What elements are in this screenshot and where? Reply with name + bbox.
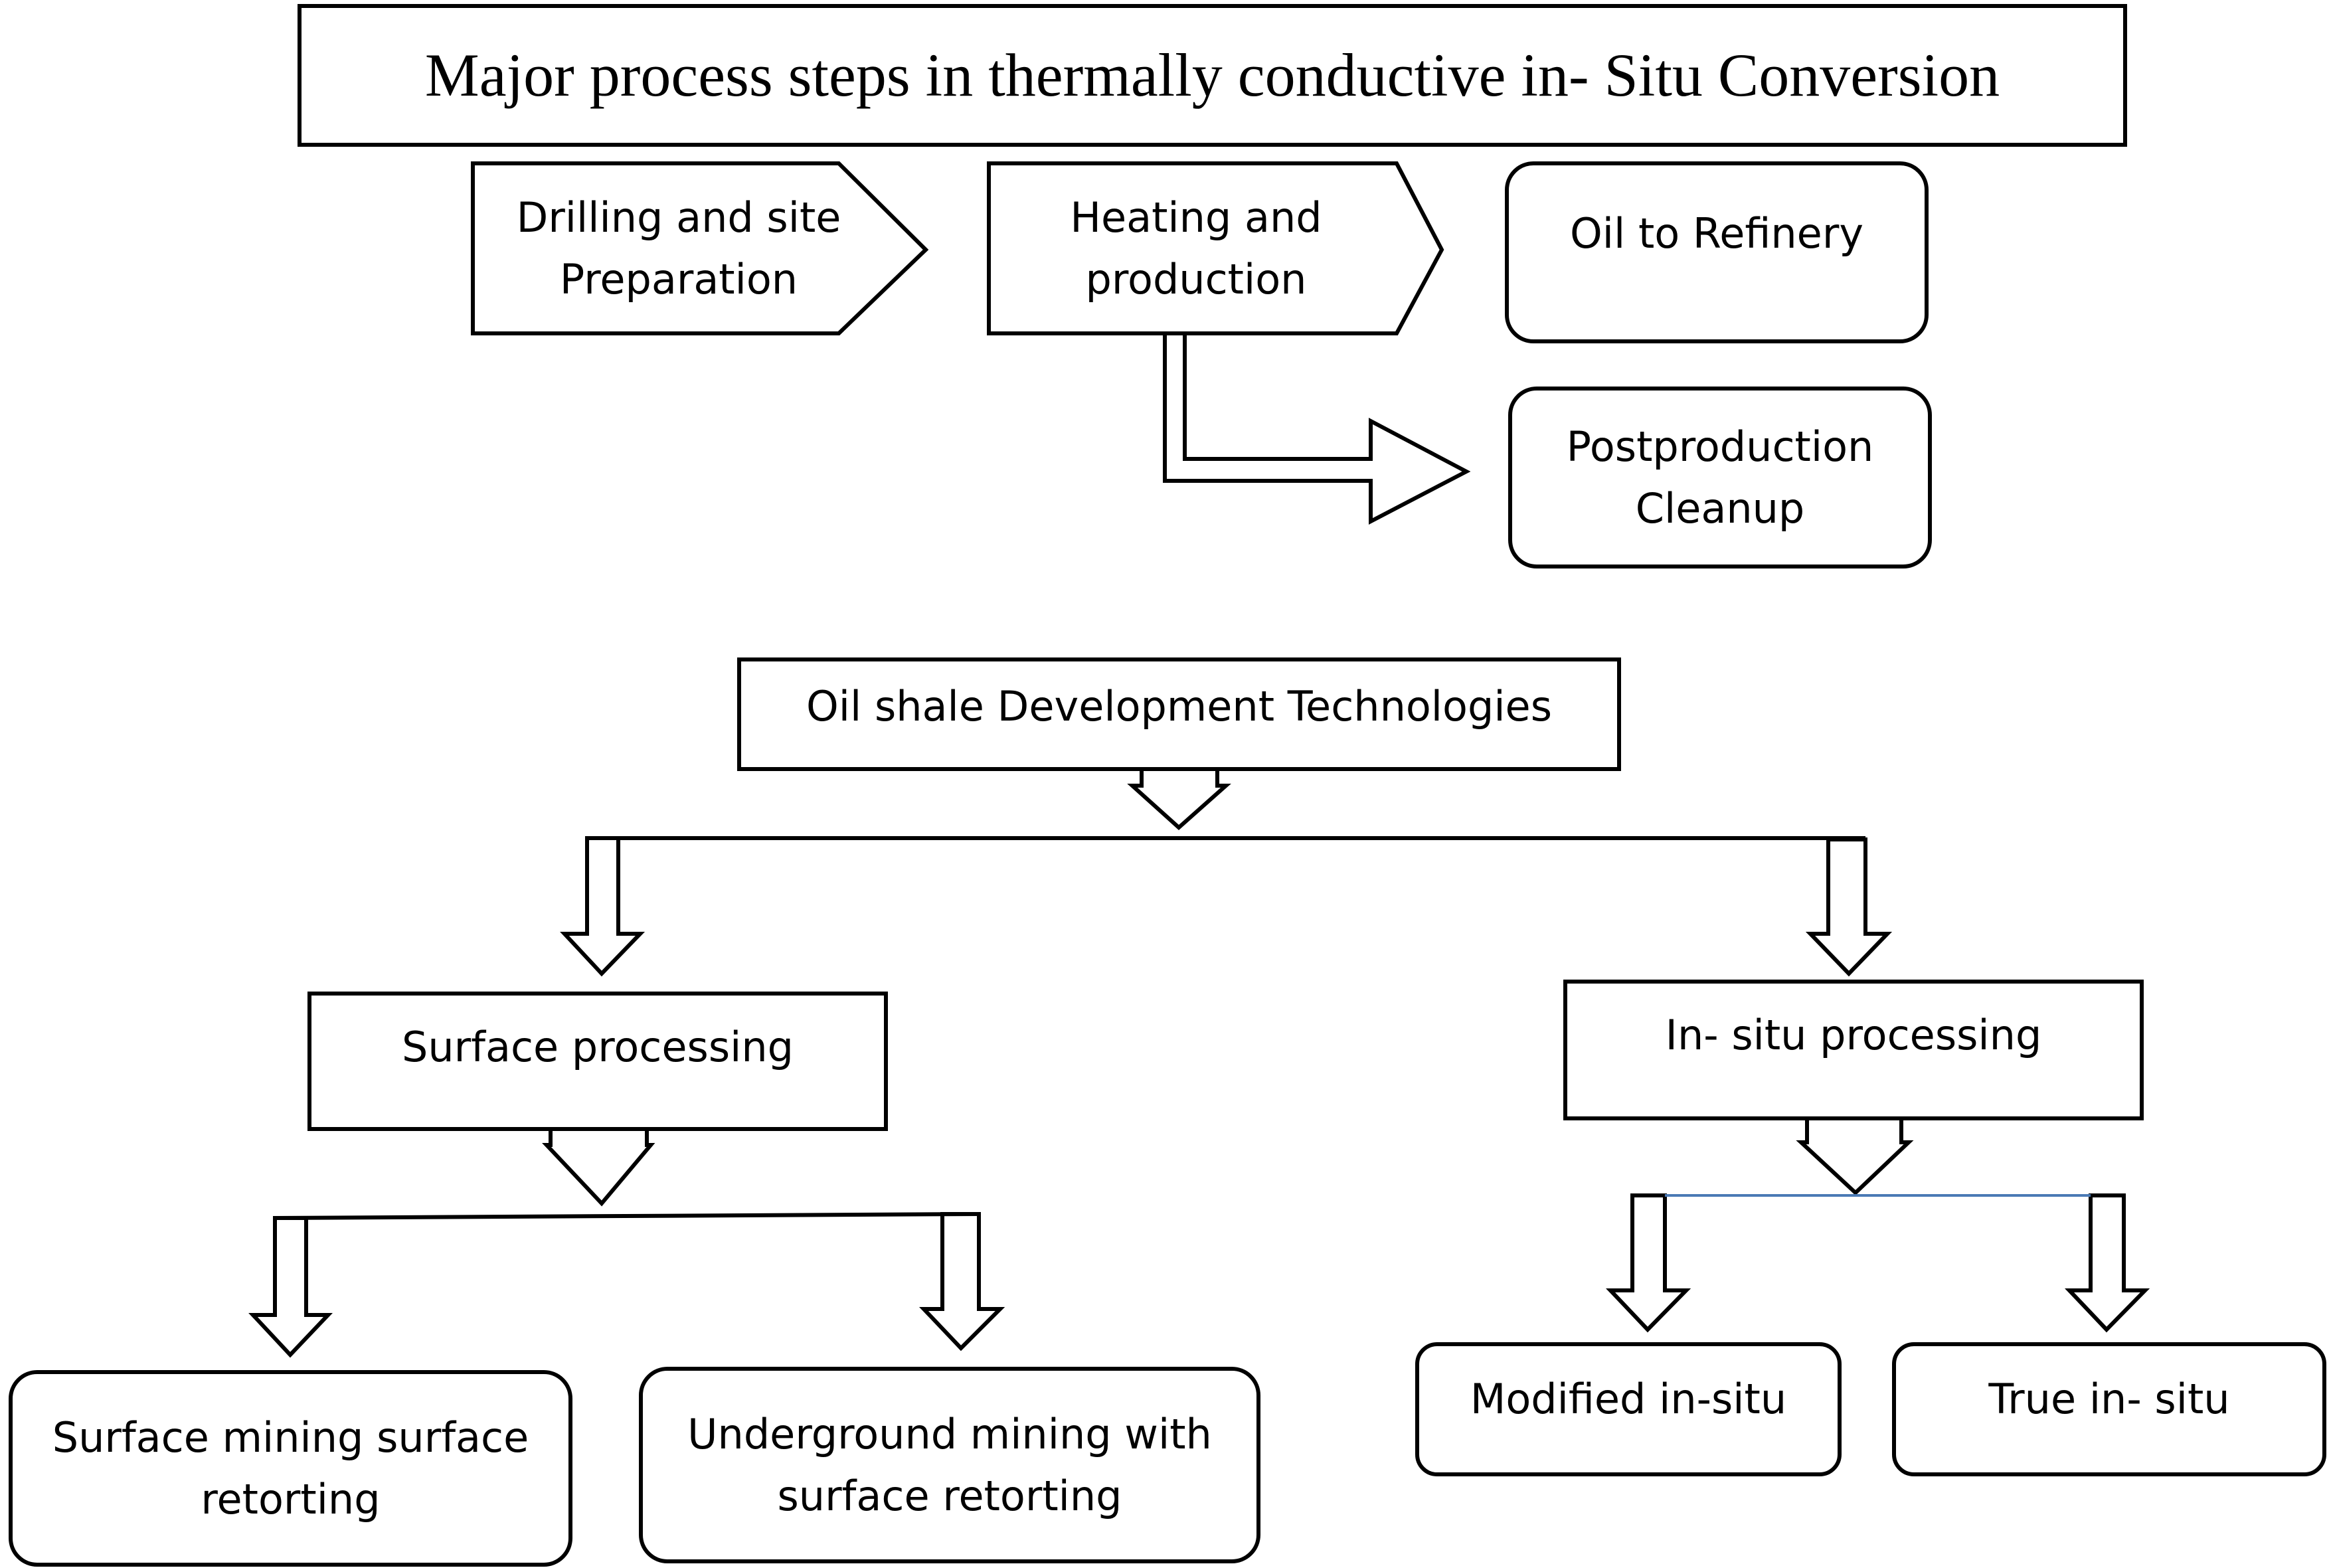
tech-right-branch-arrow xyxy=(1805,837,1893,977)
technologies-root-label: Oil shale Development Technologies xyxy=(806,681,1552,731)
oil-to-refinery-box xyxy=(1505,161,1929,343)
postproduction-line-2: Cleanup xyxy=(1635,484,1805,533)
in-situ-right-branch-arrow xyxy=(2065,1193,2150,1333)
modified-in-situ-box xyxy=(1415,1342,1842,1476)
drilling-step-label: Drilling and site Preparation xyxy=(473,163,885,333)
underground-mining-line-1: Underground mining with xyxy=(687,1410,1212,1458)
postproduction-box xyxy=(1508,387,1932,568)
underground-mining-line-2: surface retorting xyxy=(777,1472,1122,1520)
heating-step-shape xyxy=(987,161,1444,335)
tech-left-branch-arrow xyxy=(560,836,646,977)
heating-step-label: Heating and production xyxy=(989,163,1403,333)
oil-to-refinery-label: Oil to Refinery xyxy=(1569,209,1864,258)
in-situ-processing-box xyxy=(1563,980,2144,1120)
surface-down-arrow xyxy=(542,1127,655,1207)
surface-processing-box xyxy=(307,992,888,1131)
root-down-arrow xyxy=(1127,767,1231,831)
postproduction-label: Postproduction Cleanup xyxy=(1510,389,1930,566)
heating-to-cleanup-arrow xyxy=(1163,331,1471,525)
heating-step-line-2: production xyxy=(1085,255,1307,304)
underground-mining-label: Underground mining with surface retortin… xyxy=(641,1369,1258,1561)
in-situ-left-branch-arrow xyxy=(1606,1193,1691,1333)
surface-right-branch-arrow xyxy=(919,1212,1005,1351)
true-in-situ-label: True in- situ xyxy=(1988,1375,2230,1423)
drilling-step-line-2: Preparation xyxy=(559,255,798,304)
drilling-step-line-1: Drilling and site xyxy=(516,193,841,242)
surface-left-branch-arrow xyxy=(248,1216,333,1358)
modified-in-situ-label: Modified in-situ xyxy=(1470,1375,1787,1423)
surface-mining-box xyxy=(9,1370,572,1567)
heating-step-line-1: Heating and xyxy=(1070,193,1322,242)
surface-mining-line-2: retorting xyxy=(201,1475,381,1524)
underground-mining-box xyxy=(639,1367,1260,1563)
surface-mining-label: Surface mining surface retorting xyxy=(11,1372,570,1565)
postproduction-line-1: Postproduction xyxy=(1566,422,1874,471)
true-in-situ-box xyxy=(1892,1342,2326,1476)
page-title: Major process steps in thermally conduct… xyxy=(424,41,2000,110)
surface-branch-line xyxy=(274,1212,980,1220)
title-box xyxy=(298,4,2127,147)
drilling-step-shape xyxy=(471,161,929,335)
in-situ-processing-label: In- situ processing xyxy=(1665,1010,2042,1059)
surface-processing-label: Surface processing xyxy=(401,1022,794,1071)
surface-mining-line-1: Surface mining surface xyxy=(52,1413,529,1462)
in-situ-down-arrow xyxy=(1796,1116,1914,1196)
